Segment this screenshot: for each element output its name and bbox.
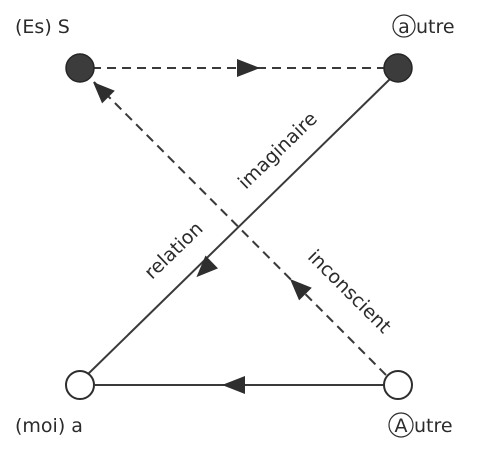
- imaginary-diagonal-arrowhead: [196, 255, 218, 278]
- label-relation: relation: [140, 218, 207, 284]
- label-es-s: (Es) S: [15, 16, 70, 38]
- label-imaginaire: imaginaire: [234, 108, 322, 194]
- label-moi-a: (moi) a: [15, 415, 83, 437]
- circled-letter-ring-bottom: [388, 412, 414, 438]
- node-autre-big: [383, 370, 413, 400]
- bottom-edge-arrowhead: [222, 376, 245, 394]
- node-autre-small: [383, 53, 413, 83]
- label-autre-big-initial: A: [395, 415, 408, 437]
- label-autre-small-rest: utre: [416, 16, 455, 38]
- top-edge-arrowhead: [237, 59, 260, 77]
- unconscious-arrowhead-lower: [290, 279, 312, 301]
- imaginary-diagonal-edge: [85, 78, 391, 377]
- circled-letter-ring-top: [392, 14, 416, 38]
- unconscious-arrowhead-upper: [93, 82, 115, 104]
- label-autre-small-initial: a: [398, 16, 410, 38]
- label-autre-big-rest: utre: [414, 415, 453, 437]
- unconscious-diagonal-edge: [93, 81, 387, 376]
- label-inconscient: inconscient: [303, 246, 395, 338]
- node-es-s: [65, 53, 95, 83]
- node-moi-a: [65, 370, 95, 400]
